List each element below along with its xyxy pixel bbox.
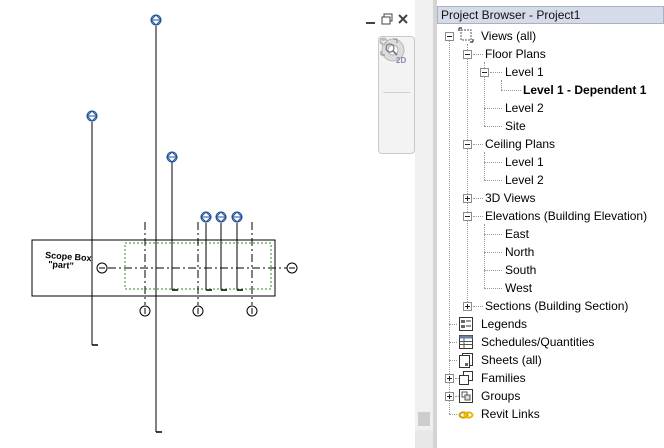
tree-node-elevations[interactable]: Elevations (Building Elevation) <box>485 209 648 223</box>
level-marker[interactable] <box>86 110 98 122</box>
scrollbar-thumb[interactable] <box>418 412 430 426</box>
tree-connector <box>484 62 485 126</box>
schedules-icon <box>459 335 473 349</box>
tree-node-sheets[interactable]: Sheets (all) <box>481 353 542 367</box>
tree-node-floor-plans[interactable]: Floor Plans <box>485 47 546 61</box>
tree-connector <box>484 180 502 181</box>
tree-connector <box>473 216 483 217</box>
tree-node-ceiling-level1[interactable]: Level 1 <box>505 155 544 169</box>
scope-box-label: Scope Box <box>45 250 92 263</box>
tree-node-groups[interactable]: Groups <box>481 389 521 403</box>
tree-node-ceiling-level2[interactable]: Level 2 <box>505 173 544 187</box>
groups-icon <box>459 389 473 403</box>
tree-node-south[interactable]: South <box>505 263 537 277</box>
tree-connector <box>484 152 485 180</box>
level-marker[interactable] <box>150 14 162 26</box>
tree-connector <box>501 80 502 90</box>
restore-icon[interactable] <box>380 12 394 26</box>
views-icon <box>458 27 474 43</box>
collapse-views-all[interactable] <box>445 32 454 41</box>
tree-connector <box>484 108 502 109</box>
tree-connector <box>449 324 457 325</box>
tree-connector <box>473 144 483 145</box>
tree-connector <box>473 54 483 55</box>
canvas-vertical-scrollbar[interactable] <box>415 0 433 448</box>
tree-connector <box>473 198 483 199</box>
collapse-elevations[interactable] <box>463 212 472 221</box>
tree-connector <box>501 90 521 91</box>
legends-icon <box>459 317 473 331</box>
families-icon <box>459 371 473 385</box>
expand-groups[interactable] <box>445 392 454 401</box>
navbar-2d-label: 2D <box>396 56 406 65</box>
tree-node-legends[interactable]: Legends <box>481 317 528 331</box>
collapse-level1[interactable] <box>480 68 489 77</box>
navbar-separator <box>383 92 410 93</box>
scrollbar-corner <box>415 430 433 448</box>
view-window-controls <box>362 12 412 28</box>
tree-node-families[interactable]: Families <box>481 371 526 385</box>
floor-plan-drawing[interactable]: Scope Box "part" <box>0 0 415 448</box>
tree-node-level1[interactable]: Level 1 <box>505 65 544 79</box>
tree-connector <box>490 72 502 73</box>
tree-connector <box>473 306 483 307</box>
tree-connector <box>484 288 502 289</box>
revit-links-icon <box>458 411 474 419</box>
tree-node-sections[interactable]: Sections (Building Section) <box>485 299 629 313</box>
panel-divider[interactable] <box>433 0 437 448</box>
level-marker[interactable] <box>200 211 212 223</box>
tree-connector <box>484 162 502 163</box>
tree-node-west[interactable]: West <box>505 281 533 295</box>
tree-connector <box>484 270 502 271</box>
tree-node-views-all[interactable]: Views (all) <box>481 29 537 43</box>
tree-connector <box>449 40 450 414</box>
level-marker[interactable] <box>215 211 227 223</box>
collapse-ceiling-plans[interactable] <box>463 140 472 149</box>
close-icon[interactable] <box>396 12 410 26</box>
tree-node-ceiling-plans[interactable]: Ceiling Plans <box>485 137 556 151</box>
sheets-icon <box>459 353 473 368</box>
tree-node-level2[interactable]: Level 2 <box>505 101 544 115</box>
tree-node-3d-views[interactable]: 3D Views <box>485 191 536 205</box>
tree-node-north[interactable]: North <box>505 245 535 259</box>
minimize-icon[interactable] <box>364 12 378 26</box>
tree-connector <box>455 378 459 379</box>
project-browser-title: Project Browser - Project1 <box>437 6 664 24</box>
navbar-options-icon[interactable] <box>379 37 388 46</box>
tree-connector <box>467 44 468 306</box>
tree-node-level1-dependent[interactable]: Level 1 - Dependent 1 <box>523 83 647 97</box>
expand-3d-views[interactable] <box>463 194 472 203</box>
tree-node-east[interactable]: East <box>505 227 530 241</box>
tree-connector <box>449 342 457 343</box>
tree-connector <box>449 414 457 415</box>
expand-sections[interactable] <box>463 302 472 311</box>
level-marker[interactable] <box>166 151 178 163</box>
tree-node-revit-links[interactable]: Revit Links <box>481 407 540 421</box>
tree-node-schedules[interactable]: Schedules/Quantities <box>481 335 595 349</box>
collapse-floor-plans[interactable] <box>463 50 472 59</box>
tree-connector <box>484 224 485 288</box>
drawing-canvas[interactable]: Scope Box "part" 2D <box>0 0 415 448</box>
level-marker[interactable] <box>231 211 243 223</box>
tree-connector <box>449 360 457 361</box>
tree-connector <box>484 252 502 253</box>
expand-families[interactable] <box>445 374 454 383</box>
navigation-bar: 2D <box>378 36 415 154</box>
tree-node-site[interactable]: Site <box>505 119 526 133</box>
scope-box-name: "part" <box>48 259 74 271</box>
project-browser: Project Browser - Project1 <box>437 0 664 448</box>
tree-connector <box>484 234 502 235</box>
tree-connector <box>484 126 502 127</box>
tree-connector <box>455 396 459 397</box>
